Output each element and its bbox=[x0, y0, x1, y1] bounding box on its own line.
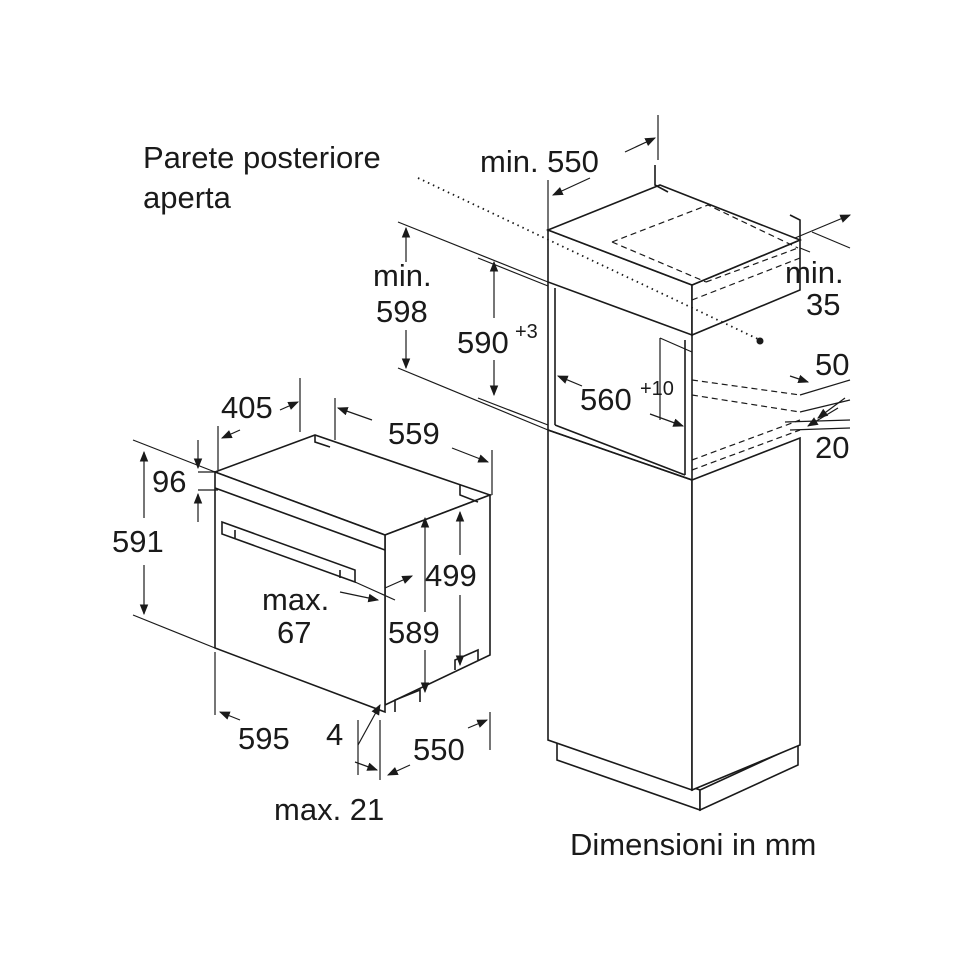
label-550: 550 bbox=[413, 732, 465, 767]
oven bbox=[212, 434, 493, 714]
label-max-21: max. 21 bbox=[274, 792, 384, 827]
label-20: 20 bbox=[815, 430, 849, 465]
label-67: 67 bbox=[277, 615, 311, 650]
label-590-tolerance: +3 bbox=[515, 321, 538, 343]
label-max: max. bbox=[262, 582, 329, 617]
label-591: 591 bbox=[112, 524, 164, 559]
label-595: 595 bbox=[238, 721, 290, 756]
label-min-550: min. 550 bbox=[480, 144, 599, 179]
cabinet-dimension-lines bbox=[397, 115, 851, 431]
label-590: 590 bbox=[457, 325, 509, 360]
label-589: 589 bbox=[388, 615, 440, 650]
units-caption: Dimensioni in mm bbox=[570, 827, 816, 862]
label-50: 50 bbox=[815, 347, 849, 382]
oven-dimension-lines bbox=[132, 378, 493, 780]
label-rear-wall-2: aperta bbox=[143, 180, 232, 215]
label-560: 560 bbox=[580, 382, 632, 417]
label-405: 405 bbox=[221, 390, 273, 425]
cabinet bbox=[417, 165, 803, 812]
label-min: min. bbox=[373, 258, 432, 293]
label-4: 4 bbox=[326, 717, 343, 752]
label-560-tolerance: +10 bbox=[640, 378, 674, 400]
label-rear-wall: Parete posteriore bbox=[143, 140, 381, 175]
label-35: 35 bbox=[806, 287, 840, 322]
labels: Parete posteriore aperta min. 550 min. 5… bbox=[112, 140, 849, 862]
label-559: 559 bbox=[388, 416, 440, 451]
label-96: 96 bbox=[152, 464, 186, 499]
label-499: 499 bbox=[425, 558, 477, 593]
label-min-2: min. bbox=[785, 255, 844, 290]
label-598: 598 bbox=[376, 294, 428, 329]
